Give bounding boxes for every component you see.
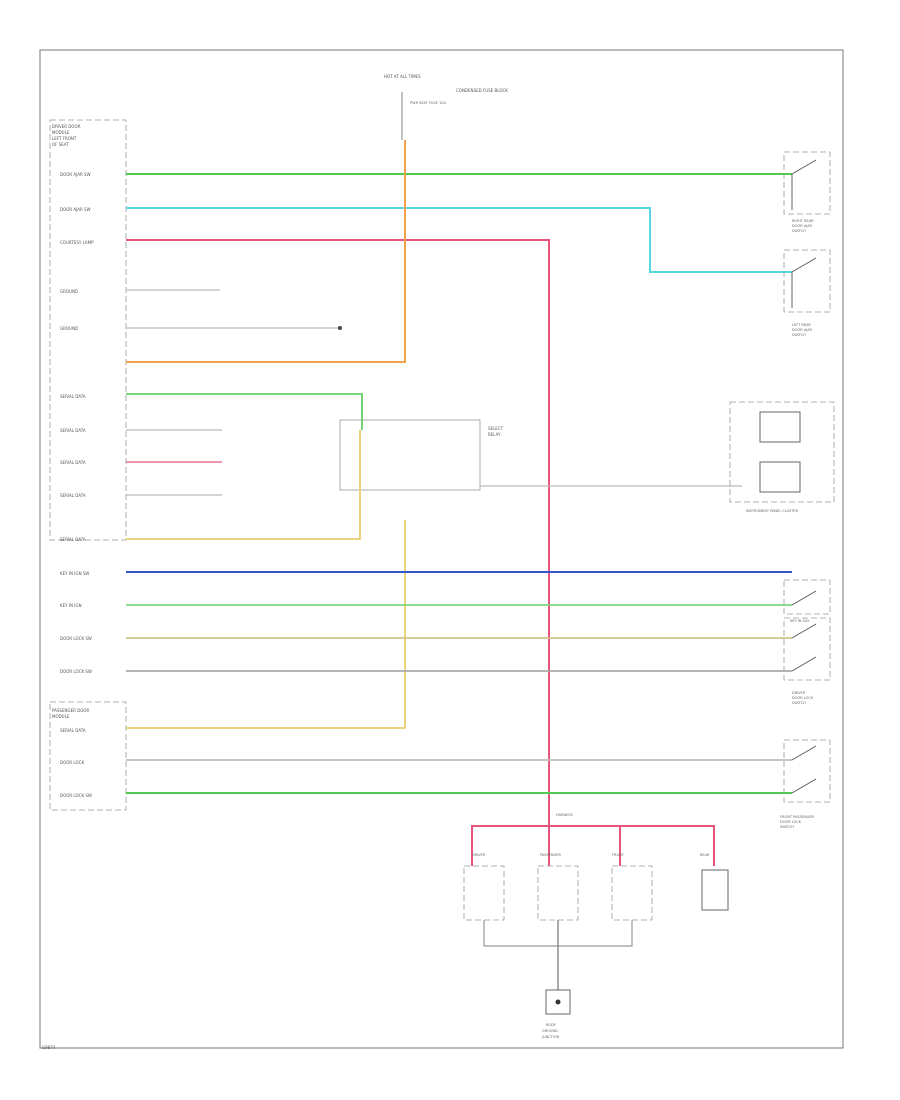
wire-yellow-serial xyxy=(126,430,361,540)
rr-ajar-line-1: RIGHT REAR xyxy=(792,219,814,223)
switch-label: PASSENGER xyxy=(540,853,561,857)
lr-ajar-line-3: SWITCH xyxy=(792,333,806,337)
pin-label: SERIAL DATA xyxy=(60,537,86,542)
lr-ajar-line-2: DOOR AJAR xyxy=(792,328,813,332)
select-relay xyxy=(339,419,481,491)
switch-label: REAR xyxy=(700,853,710,857)
left-rear-door-ajar-switch: LEFT REAR DOOR AJAR SWITCH xyxy=(783,249,831,337)
wire-pink-courtesy xyxy=(126,239,550,830)
bottom-harness: HARNESS DRIVER PASSENGER FRONT REAR BODY… xyxy=(463,813,729,1039)
pin-label: DOOR LOCK xyxy=(60,760,84,765)
battery-label: HOT AT ALL TIMES xyxy=(384,74,421,79)
pin-label: SERIAL DATA xyxy=(60,493,86,498)
pin-label: DOOR LOCK SW xyxy=(60,793,92,798)
driver-module-line-1: DRIVER DOOR xyxy=(52,124,81,129)
pin-label: SERIAL DATA xyxy=(60,394,86,399)
wire-cyan-door-ajar xyxy=(126,207,792,273)
passenger-door-lock-switch: FRONT PASSENGER DOOR LOCK SWITCH xyxy=(780,739,831,829)
key-in-ign-label: KEY IN IGN xyxy=(790,619,809,623)
switch-label: FRONT xyxy=(612,853,625,857)
wire-green-serial xyxy=(126,393,363,430)
left-pin-labels: DOOR AJAR SW DOOR AJAR SW COURTESY LAMP … xyxy=(60,172,94,798)
pin-label: SERIAL DATA xyxy=(60,460,86,465)
driver-module-line-2: MODULE xyxy=(52,130,70,135)
lr-ajar-line-1: LEFT REAR xyxy=(792,323,811,327)
fuse-block: HOT AT ALL TIMES CONDENSED FUSE BLOCK PW… xyxy=(384,74,508,140)
diagram-frame xyxy=(39,49,844,1049)
key-in-ign-switch: KEY IN IGN xyxy=(783,579,831,623)
passenger-lock-line-2: DOOR LOCK xyxy=(780,820,802,824)
fuse-block-label: CONDENSED FUSE BLOCK xyxy=(456,88,508,93)
driver-lock-line-1: DRIVER xyxy=(792,691,806,695)
driver-lock-line-3: SWITCH xyxy=(792,701,806,705)
relay-label-1: SELECT xyxy=(488,426,504,431)
passenger-lock-line-3: SWITCH xyxy=(780,825,794,829)
ground-point xyxy=(338,326,342,330)
passenger-module-line-1: PASSENGER DOOR xyxy=(52,708,90,713)
pin-label: KEY IN IGN xyxy=(60,603,82,608)
right-rear-door-ajar-switch: RIGHT REAR DOOR AJAR SWITCH xyxy=(783,151,831,233)
pin-label: COURTESY LAMP xyxy=(60,240,94,245)
pin-label: GROUND xyxy=(60,326,78,331)
driver-module-line-3: LEFT FRONT xyxy=(52,136,77,141)
instrument-panel-label: INSTRUMENT PANEL CLUSTER xyxy=(746,509,799,513)
driver-lock-line-2: DOOR LOCK xyxy=(792,696,814,700)
pin-label: DOOR LOCK SW xyxy=(60,636,92,641)
pin-label: DOOR LOCK SW xyxy=(60,669,92,674)
relay-label-2: RELAY xyxy=(488,432,501,437)
pin-label: DOOR AJAR SW xyxy=(60,172,91,177)
pin-label: GROUND xyxy=(60,289,78,294)
rr-ajar-line-2: DOOR AJAR xyxy=(792,224,813,228)
junction-line-1: BODY xyxy=(546,1023,557,1027)
passenger-module-line-2: MODULE xyxy=(52,714,70,719)
pin-label: SERIAL DATA xyxy=(60,428,86,433)
switch-label: DRIVER xyxy=(472,853,486,857)
driver-module-line-4: OF SEAT xyxy=(52,142,69,147)
page-label: G9874 xyxy=(42,1045,56,1050)
wire-yellow-serial-lower xyxy=(126,520,406,729)
instrument-panel-cluster: INSTRUMENT PANEL CLUSTER xyxy=(729,401,835,513)
wire-orange-power xyxy=(126,140,406,363)
junction-line-3: JUNCTION xyxy=(541,1035,560,1039)
junction-line-2: GROUND xyxy=(542,1029,558,1033)
driver-door-module: DRIVER DOOR MODULE LEFT FRONT OF SEAT xyxy=(49,119,127,541)
rr-ajar-line-3: SWITCH xyxy=(792,229,806,233)
passenger-lock-line-1: FRONT PASSENGER xyxy=(780,815,815,819)
pin-label: DOOR AJAR SW xyxy=(60,207,91,212)
pin-label: SERIAL DATA xyxy=(60,728,86,733)
harness-label: HARNESS xyxy=(556,813,574,817)
fuse-sub-label: PWR SEAT FUSE 10A xyxy=(410,101,446,105)
driver-door-lock-switch: DRIVER DOOR LOCK SWITCH xyxy=(783,617,831,705)
passenger-door-module: PASSENGER DOOR MODULE xyxy=(49,701,127,811)
pin-label: KEY IN IGN SW xyxy=(60,571,89,576)
